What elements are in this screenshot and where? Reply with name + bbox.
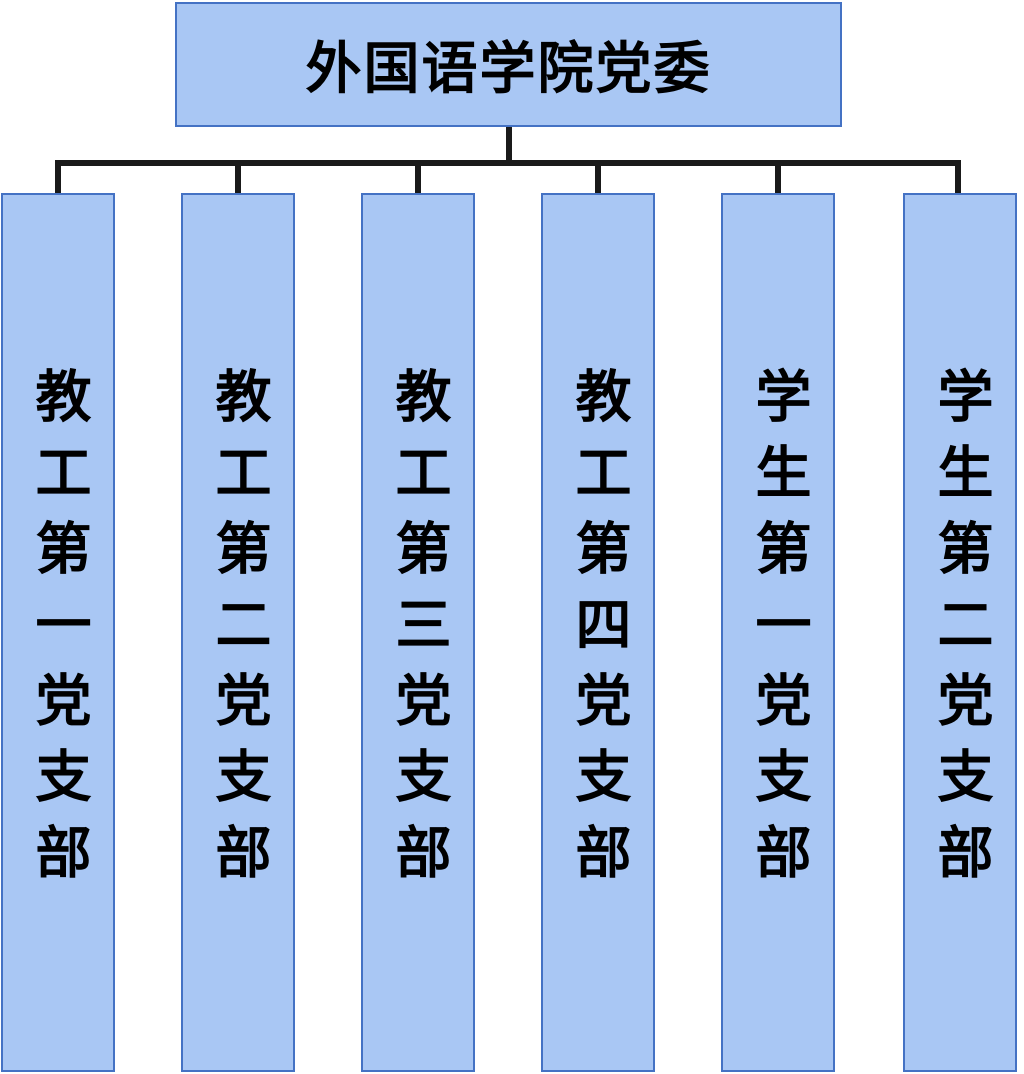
branch-node-6: 学生第二党支部 [903,193,1017,1072]
branch-node-label-4: 教工第四党支部 [566,366,631,899]
branch-node-label-1: 教工第一党支部 [26,366,91,899]
branch-node-2: 教工第二党支部 [181,193,295,1072]
branch-node-label-3: 教工第三党支部 [386,366,451,899]
branch-node-5: 学生第一党支部 [721,193,835,1072]
branch-node-label-2: 教工第二党支部 [206,366,271,899]
branch-node-label-6: 学生第二党支部 [928,366,993,899]
branch-node-3: 教工第三党支部 [361,193,475,1072]
branch-node-4: 教工第四党支部 [541,193,655,1072]
root-node-label: 外国语学院党委 [305,37,712,102]
branch-node-label-5: 学生第一党支部 [746,366,811,899]
branch-node-1: 教工第一党支部 [1,193,115,1072]
root-node: 外国语学院党委 [175,2,842,127]
